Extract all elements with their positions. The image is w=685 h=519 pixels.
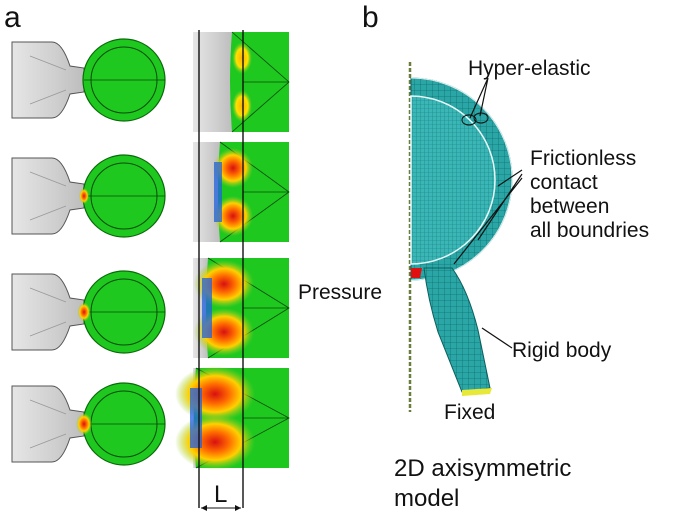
nozzle-sphere-row [11, 270, 166, 354]
nozzle-shape [11, 41, 85, 119]
zoom-contour-panel [175, 366, 290, 470]
annotation-pressure: Pressure [298, 281, 383, 304]
nozzle-shape [11, 385, 85, 463]
annotation-frictionless-4: all boundries [530, 219, 650, 242]
panel-a-zoom-column [175, 31, 290, 470]
fixed-boundary-marker [462, 388, 492, 396]
annotation-fixed: Fixed [444, 401, 496, 424]
nozzle-shape [11, 157, 85, 235]
nozzle-sphere-row [11, 38, 166, 122]
panel-b-fe-model [408, 62, 523, 412]
dimension-label-L: L [214, 481, 228, 508]
contact-stress-spot [76, 413, 92, 435]
annotation-rigid-body: Rigid body [512, 339, 612, 362]
contact-stress-spot [79, 188, 89, 204]
nozzle-sphere-row [11, 154, 166, 238]
zoom-contour-panel [193, 141, 290, 243]
caption-line-1: 2D axisymmetric [394, 455, 572, 482]
inner-hyperelastic-core [410, 95, 496, 265]
zoom-contour-panel [193, 257, 290, 359]
contact-stress-spot [77, 302, 91, 322]
panel-label-b: b [362, 1, 379, 34]
annotation-frictionless-1: Frictionless [530, 147, 637, 170]
zoom-contour-panel [193, 31, 290, 133]
nozzle-shape [11, 273, 85, 351]
rigid-nozzle-body [423, 267, 491, 393]
panel-label-a: a [4, 1, 21, 34]
annotation-frictionless-3: between [530, 195, 610, 218]
annotation-frictionless-2: contact [530, 171, 598, 194]
panel-a-sphere-column [11, 38, 166, 466]
pressure-load-marker [411, 268, 422, 278]
annotation-hyper-elastic: Hyper-elastic [468, 57, 591, 80]
caption-line-2: model [394, 485, 460, 512]
dimension-arrow [201, 505, 241, 511]
